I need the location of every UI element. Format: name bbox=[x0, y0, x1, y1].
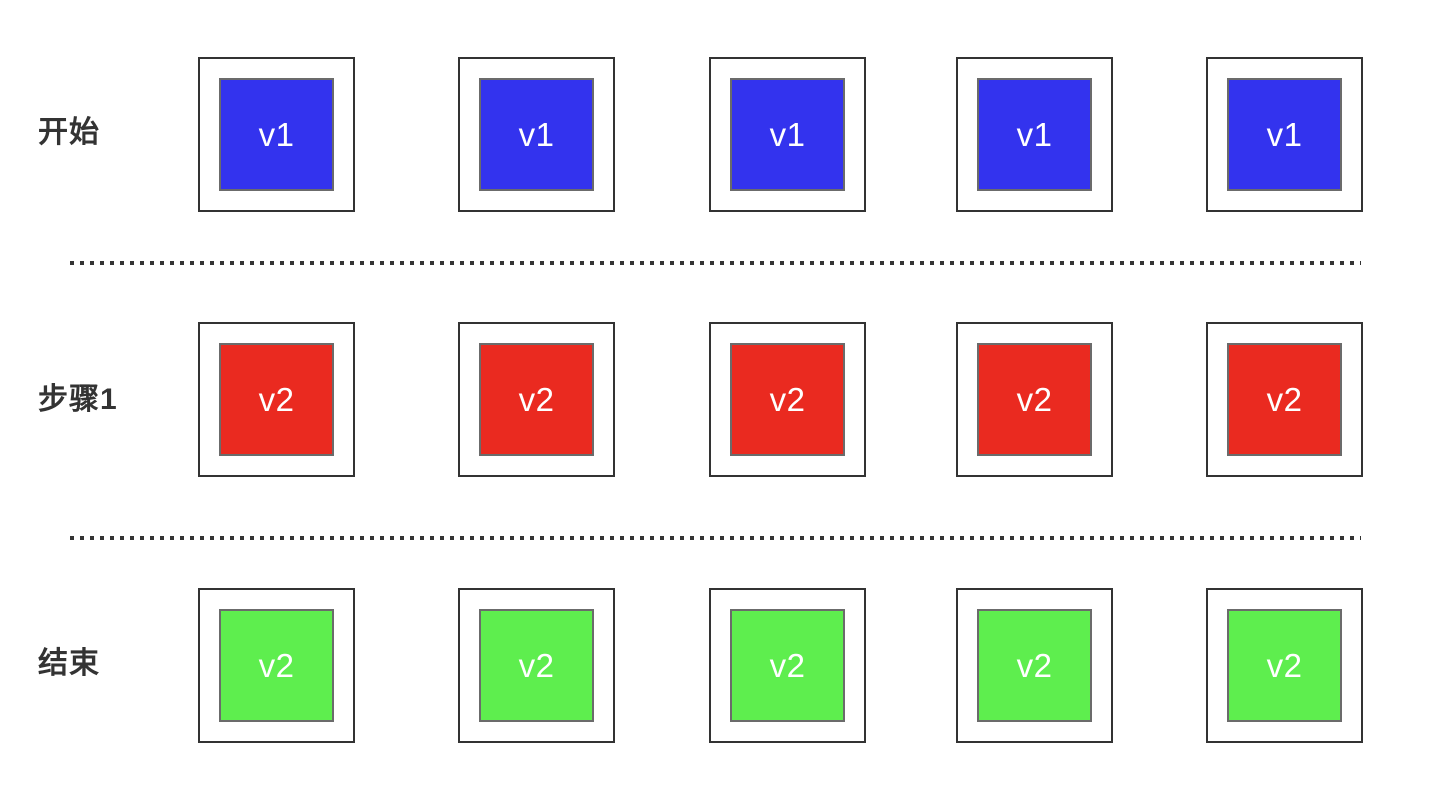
node-version-label: v2 bbox=[258, 647, 295, 684]
node-version-label: v2 bbox=[518, 381, 555, 418]
node-version-label: v2 bbox=[769, 647, 806, 684]
node-square-step1-3: v2 bbox=[730, 343, 845, 456]
node-box: v1 bbox=[1206, 57, 1363, 212]
node-version-label: v2 bbox=[1266, 647, 1303, 684]
node-version-label: v2 bbox=[1016, 381, 1053, 418]
node-version-label: v2 bbox=[1016, 647, 1053, 684]
node-box: v1 bbox=[956, 57, 1113, 212]
node-box: v2 bbox=[1206, 588, 1363, 743]
node-square-step1-2: v2 bbox=[479, 343, 594, 456]
node-square-step1-4: v2 bbox=[977, 343, 1092, 456]
node-version-label: v1 bbox=[769, 116, 806, 153]
node-version-label: v1 bbox=[1266, 116, 1303, 153]
node-version-label: v1 bbox=[258, 116, 295, 153]
node-box: v2 bbox=[1206, 322, 1363, 477]
node-version-label: v2 bbox=[518, 647, 555, 684]
node-version-label: v2 bbox=[769, 381, 806, 418]
row-label-step1: 步骤1 bbox=[38, 383, 118, 416]
node-version-label: v1 bbox=[518, 116, 555, 153]
node-square-step1-1: v2 bbox=[219, 343, 334, 456]
node-version-label: v1 bbox=[1016, 116, 1053, 153]
node-box: v2 bbox=[458, 322, 615, 477]
node-square-start-1: v1 bbox=[219, 78, 334, 191]
node-box: v2 bbox=[956, 322, 1113, 477]
node-version-label: v2 bbox=[258, 381, 295, 418]
separator-2 bbox=[70, 536, 1361, 540]
node-version-label: v2 bbox=[1266, 381, 1303, 418]
node-square-end-5: v2 bbox=[1227, 609, 1342, 722]
node-box: v2 bbox=[709, 588, 866, 743]
row-label-start: 开始 bbox=[38, 116, 100, 149]
row-label-end: 结束 bbox=[38, 647, 100, 680]
node-box: v2 bbox=[956, 588, 1113, 743]
node-square-end-4: v2 bbox=[977, 609, 1092, 722]
separator-1 bbox=[70, 261, 1361, 265]
node-box: v2 bbox=[458, 588, 615, 743]
node-box: v1 bbox=[709, 57, 866, 212]
node-box: v2 bbox=[198, 322, 355, 477]
node-square-start-3: v1 bbox=[730, 78, 845, 191]
node-square-start-4: v1 bbox=[977, 78, 1092, 191]
node-square-start-5: v1 bbox=[1227, 78, 1342, 191]
node-square-end-1: v2 bbox=[219, 609, 334, 722]
node-box: v2 bbox=[198, 588, 355, 743]
node-square-step1-5: v2 bbox=[1227, 343, 1342, 456]
node-square-start-2: v1 bbox=[479, 78, 594, 191]
node-square-end-3: v2 bbox=[730, 609, 845, 722]
node-box: v1 bbox=[198, 57, 355, 212]
node-box: v2 bbox=[709, 322, 866, 477]
node-square-end-2: v2 bbox=[479, 609, 594, 722]
node-box: v1 bbox=[458, 57, 615, 212]
